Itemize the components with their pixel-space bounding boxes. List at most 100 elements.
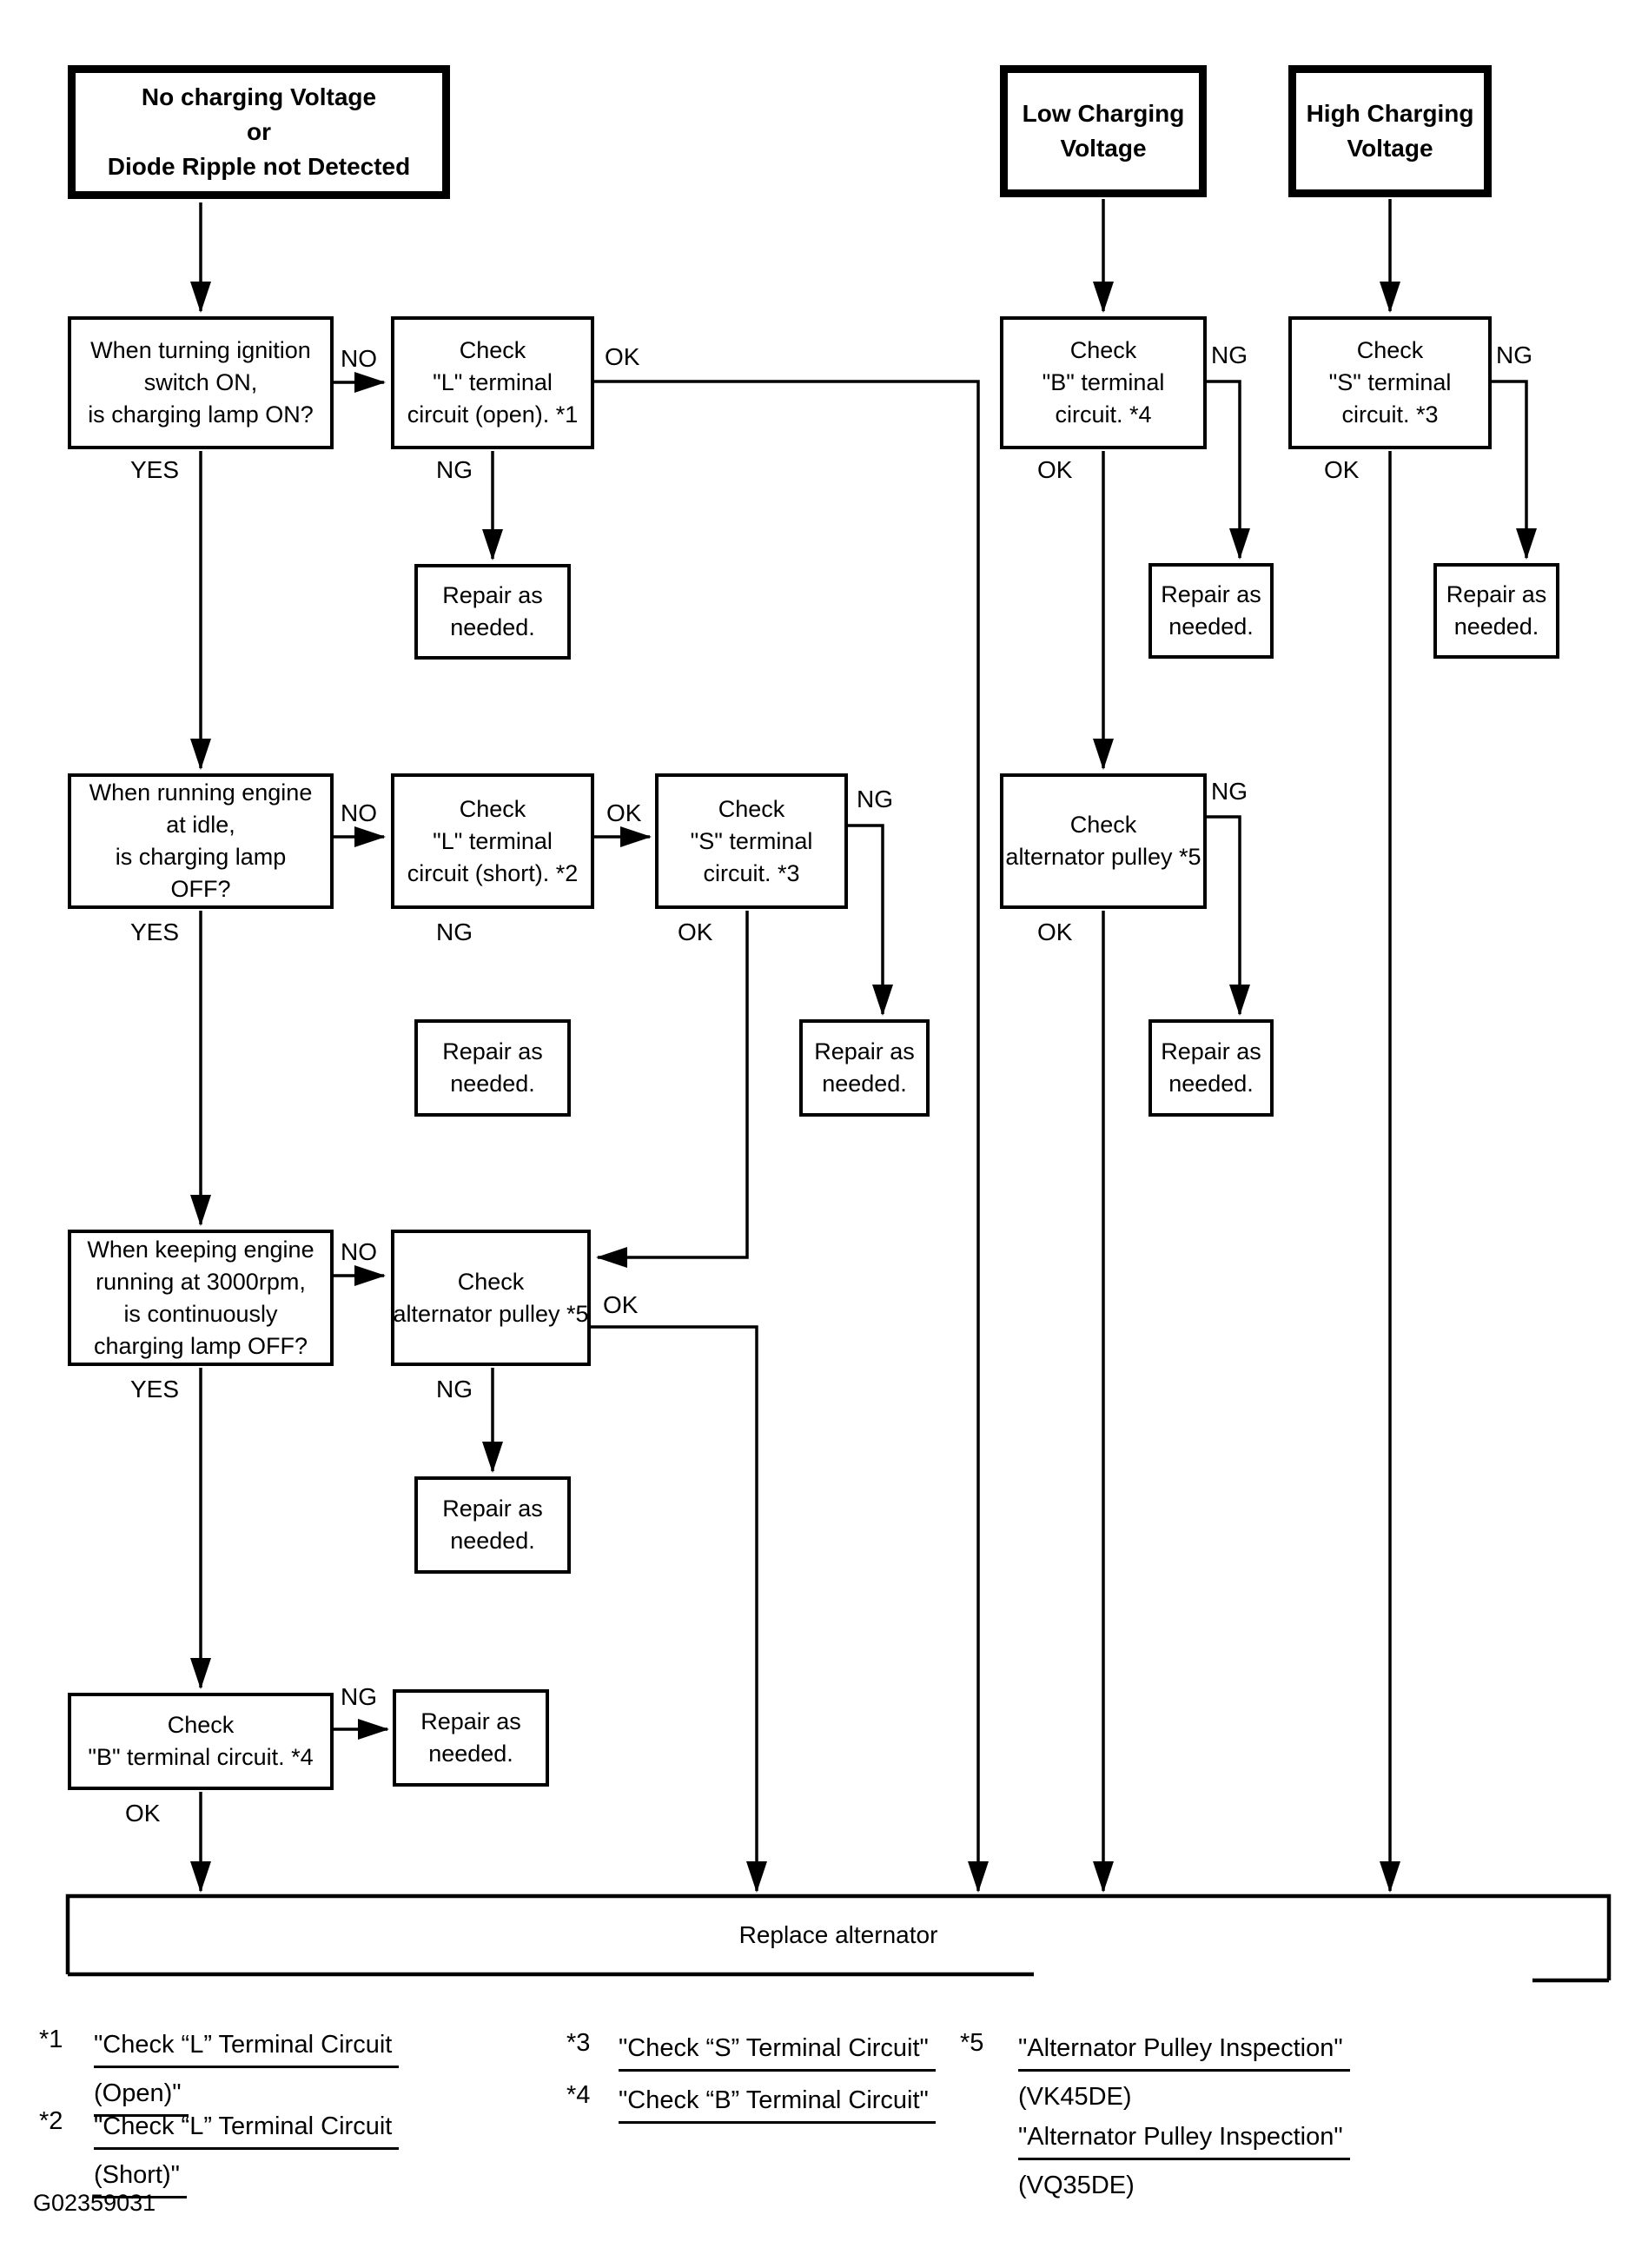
box-text-line: needed. — [450, 614, 535, 640]
replace-bar-outline — [65, 1893, 1612, 1983]
box-text-line: circuit (short). *2 — [407, 859, 579, 886]
label-q2-yes: YES — [130, 918, 180, 945]
label-q3-yes: YES — [130, 1376, 180, 1403]
edge-shigh-ng — [1492, 380, 1537, 560]
figure-code: G02359031 — [33, 2190, 156, 2216]
box-text-line: "L" terminal — [433, 369, 553, 395]
box-text-line: OFF? — [170, 876, 231, 902]
footnote-4: "Check “B” Terminal Circuit" — [619, 2080, 936, 2129]
label-smid-ok: OK — [678, 918, 713, 945]
edge-plow-ng — [1207, 815, 1250, 1016]
box-check-l-terminal-short: Check "L" terminal circuit (short). *2 — [391, 773, 594, 909]
box-text-line: Diode Ripple not Detected — [107, 153, 411, 180]
label-pmain-ng: NG — [436, 1376, 473, 1403]
edge-pmain-ok-to-bar — [591, 1325, 767, 1893]
box-text-line: Check — [718, 795, 785, 822]
footnote-marker-4: *4 — [566, 2081, 591, 2109]
footnote-link-check-l-open-line2[interactable]: (Open)" — [94, 2073, 189, 2117]
box-text-line: Low Charging — [1022, 100, 1185, 127]
box-text-line: needed. — [822, 1071, 907, 1097]
label-pmain-ok: OK — [603, 1291, 639, 1318]
footnote-link-pulley-inspection-vq35de[interactable]: "Alternator Pulley Inspection" — [1018, 2117, 1350, 2160]
label-q4-ng: NG — [341, 1683, 377, 1710]
box-text-line: Repair as — [442, 582, 543, 608]
footnote-engine-vq35de: (VQ35DE) — [1018, 2172, 1135, 2199]
footnote-link-check-b-terminal[interactable]: "Check “B” Terminal Circuit" — [619, 2080, 936, 2124]
edge-smid-ng — [848, 824, 893, 1016]
box-text-line: High Charging — [1306, 100, 1474, 127]
footnote-link-check-l-open-line1[interactable]: "Check “L” Terminal Circuit — [94, 2025, 400, 2068]
box-text-line: "S" terminal — [690, 827, 813, 854]
label-lopen-ok: OK — [605, 343, 640, 370]
box-text-line: needed. — [1453, 613, 1539, 640]
footnote-link-pulley-inspection-vk45de[interactable]: "Alternator Pulley Inspection" — [1018, 2028, 1350, 2072]
box-text-line: running at 3000rpm, — [96, 1268, 306, 1295]
box-check-l-terminal-open: Check "L" terminal circuit (open). *1 — [391, 316, 594, 449]
box-repair-pulley-low: Repair as needed. — [1148, 1019, 1274, 1117]
label-shigh-ok: OK — [1324, 456, 1360, 483]
box-text-line: circuit. *3 — [703, 859, 800, 886]
footnote-link-check-s-terminal[interactable]: "Check “S” Terminal Circuit" — [619, 2028, 936, 2072]
box-text-line: "L" terminal — [433, 827, 553, 854]
label-blow-ng: NG — [1211, 342, 1248, 368]
box-repair-s-mid: Repair as needed. — [799, 1019, 930, 1117]
footnote-link-check-l-short-line1[interactable]: "Check “L” Terminal Circuit — [94, 2106, 400, 2150]
box-text-line: needed. — [450, 1528, 535, 1554]
box-text-line: circuit. *3 — [1341, 401, 1439, 428]
box-repair-l-open: Repair as needed. — [414, 564, 571, 660]
box-text-line: is charging lamp ON? — [88, 401, 314, 428]
box-text-line: Voltage — [1347, 135, 1433, 162]
box-text-line: Repair as — [442, 1038, 543, 1064]
label-blow-ok: OK — [1037, 456, 1073, 483]
footnote-5: "Alternator Pulley Inspection" (VK45DE) … — [1018, 2028, 1350, 2205]
box-check-b-terminal-low: Check "B" terminal circuit. *4 — [1000, 316, 1207, 449]
box-check-s-terminal-mid: Check "S" terminal circuit. *3 — [655, 773, 848, 909]
label-q1-yes: YES — [130, 456, 180, 483]
edge-lopen-ok-to-bar — [594, 380, 989, 1893]
box-text-line: No charging Voltage — [141, 83, 377, 110]
box-text-line: needed. — [1168, 1071, 1254, 1097]
box-text-line: Check — [1069, 337, 1137, 363]
box-repair-l-short: Repair as needed. — [414, 1019, 571, 1117]
box-low-charging-voltage: Low Charging Voltage — [1000, 65, 1207, 197]
footnote-marker-3: *3 — [566, 2029, 591, 2057]
box-repair-pulley-main: Repair as needed. — [414, 1476, 571, 1574]
label-shigh-ng: NG — [1496, 342, 1532, 368]
box-q-ignition-lamp-on: When turning ignition switch ON, is char… — [68, 316, 334, 449]
box-text-line: Check — [1356, 337, 1424, 363]
box-text-line: When running engine — [89, 779, 313, 806]
edge-blow-ng — [1207, 380, 1250, 560]
box-text-line: "B" terminal circuit. *4 — [88, 1744, 314, 1770]
footnote-marker-1: *1 — [39, 2026, 63, 2053]
label-lopen-ng: NG — [436, 456, 473, 483]
label-lshort-ok: OK — [606, 799, 642, 826]
footnote-marker-2: *2 — [39, 2107, 63, 2135]
box-check-alternator-pulley-low: Check alternator pulley *5 — [1000, 773, 1207, 909]
box-text-line: "S" terminal — [1328, 369, 1452, 395]
footnote-engine-vk45de: (VK45DE) — [1018, 2083, 1132, 2111]
box-text-line: Repair as — [1161, 1038, 1261, 1064]
box-text-line: Check — [167, 1712, 235, 1738]
box-repair-s-high: Repair as needed. — [1433, 563, 1559, 659]
label-q4-ok: OK — [125, 1800, 161, 1827]
bar-replace-alternator: Replace alternator — [68, 1896, 1609, 1974]
box-text-line: Repair as — [1446, 581, 1547, 607]
box-text-line: Repair as — [1161, 581, 1261, 607]
footnote-link-check-l-short-line2[interactable]: (Short)" — [94, 2155, 187, 2198]
box-text-line: charging lamp OFF? — [93, 1332, 308, 1359]
box-high-charging-voltage: High Charging Voltage — [1288, 65, 1492, 197]
box-text-line: Check — [457, 1268, 525, 1295]
label-plow-ok: OK — [1037, 918, 1073, 945]
box-text-line: switch ON, — [143, 369, 258, 395]
box-text-line: circuit. *4 — [1055, 401, 1152, 428]
box-text-line: needed. — [450, 1071, 535, 1097]
box-text-line: Check — [1069, 812, 1137, 838]
label-q3-no: NO — [341, 1238, 377, 1265]
box-repair-b-low: Repair as needed. — [1148, 563, 1274, 659]
box-text-line: Repair as — [814, 1038, 915, 1064]
edge-smid-ok-to-pulley — [596, 911, 749, 1268]
footnote-1: "Check “L” Terminal Circuit (Open)" — [94, 2025, 400, 2122]
label-q2-no: NO — [341, 799, 377, 826]
footnote-marker-5: *5 — [960, 2029, 984, 2057]
label-q1-no: NO — [341, 345, 377, 372]
